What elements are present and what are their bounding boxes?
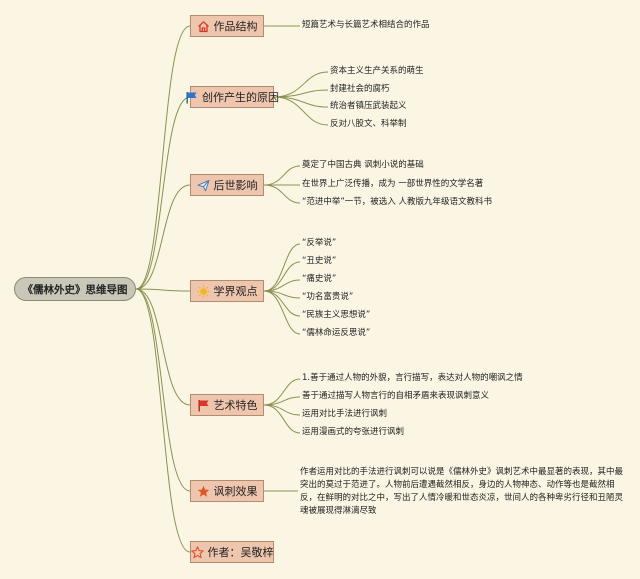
leaf-item: “功名富贵说” [302,292,354,302]
leaf-connector [263,404,301,434]
leaf-item: 运用对比手法进行讽刺 [302,409,388,419]
leaf-connector [263,404,301,416]
leaf-item: 1.善于通过人物的外貌，言行描写，表达对人物的嘲讽之情 [302,373,523,383]
leaf-item: “民族主义思想说” [302,310,371,320]
root-connector [135,288,191,292]
branch-artistic-features[interactable]: 艺术特色 [190,394,264,416]
branch-label: 艺术特色 [213,399,258,412]
star-filled-icon [197,485,210,498]
sun-icon [197,285,210,298]
leaf-item: “丑史说” [302,256,337,266]
branch-causes[interactable]: 创作产生的原因 [186,86,279,108]
leaf-connector [263,290,301,335]
leaf-item: 资本主义生产关系的萌生 [330,66,424,76]
star-outline-icon [190,545,204,559]
flag-blue-icon [185,91,198,104]
branch-label: 作品结构 [213,20,258,33]
leaf-connector [273,96,329,126]
leaf-connector [263,290,301,317]
branch-label: 讽刺效果 [213,485,258,498]
satire-paragraph: 作者运用对比的手法进行讽刺可以说是《儒林外史》讽刺艺术中最显著的表现，其中最突出… [300,467,624,516]
leaf-item: “反举说” [302,238,337,248]
root-node[interactable]: 《儒林外史》思维导图 [14,277,136,301]
leaf-connector [263,184,301,204]
root-connector [135,25,191,290]
leaf-item: 反对八股文、科举制 [330,119,407,129]
root-connector [135,288,191,492]
root-connector [135,184,191,290]
branch-label: 创作产生的原因 [202,91,279,104]
branch-label: 学界观点 [213,285,258,298]
leaf-item: 统治者镇压武装起义 [330,101,407,111]
branch-label: 后世影响 [213,179,258,192]
branch-author[interactable]: 作者：吴敬梓 [190,541,274,563]
branch-structure[interactable]: 作品结构 [190,15,264,37]
branch-satire-effect[interactable]: 讽刺效果 [190,480,264,502]
house-icon [197,20,210,33]
leaf-item: 运用漫画式的夸张进行讽刺 [302,427,405,437]
leaf-connector [263,378,301,406]
leaf-item: “儒林命运反思说” [302,328,371,338]
leaf-connector [263,165,301,186]
leaf-connector [273,96,329,108]
leaf-connector [273,71,329,98]
paper-plane-icon [197,179,210,192]
leaf-item: 善于通过描写人物言行的自相矛盾来表现讽刺意义 [302,391,490,401]
branch-label: 作者：吴敬梓 [207,546,274,559]
leaf-item: 封建社会的腐朽 [330,84,390,94]
leaf-item: 在世界上广泛传播，成为 一部世界性的文学名著 [302,179,484,189]
root-connector [135,96,191,290]
leaf-connector [263,261,301,292]
leaf-connector [263,243,301,292]
branch-influence[interactable]: 后世影响 [190,174,264,196]
root-connector [135,288,191,406]
flag-red-icon [197,399,210,412]
root-connector [135,288,191,553]
leaf-item: 短篇艺术与长篇艺术相结合的作品 [302,20,430,30]
leaf-item: “痛史说” [302,274,337,284]
branch-academic-views[interactable]: 学界观点 [190,280,264,302]
leaf-item: “范进中举”一节，被选入 人教版九年级语文教科书 [302,197,493,207]
leaf-item: 奠定了中国古典 讽刺小说的基础 [302,160,424,170]
